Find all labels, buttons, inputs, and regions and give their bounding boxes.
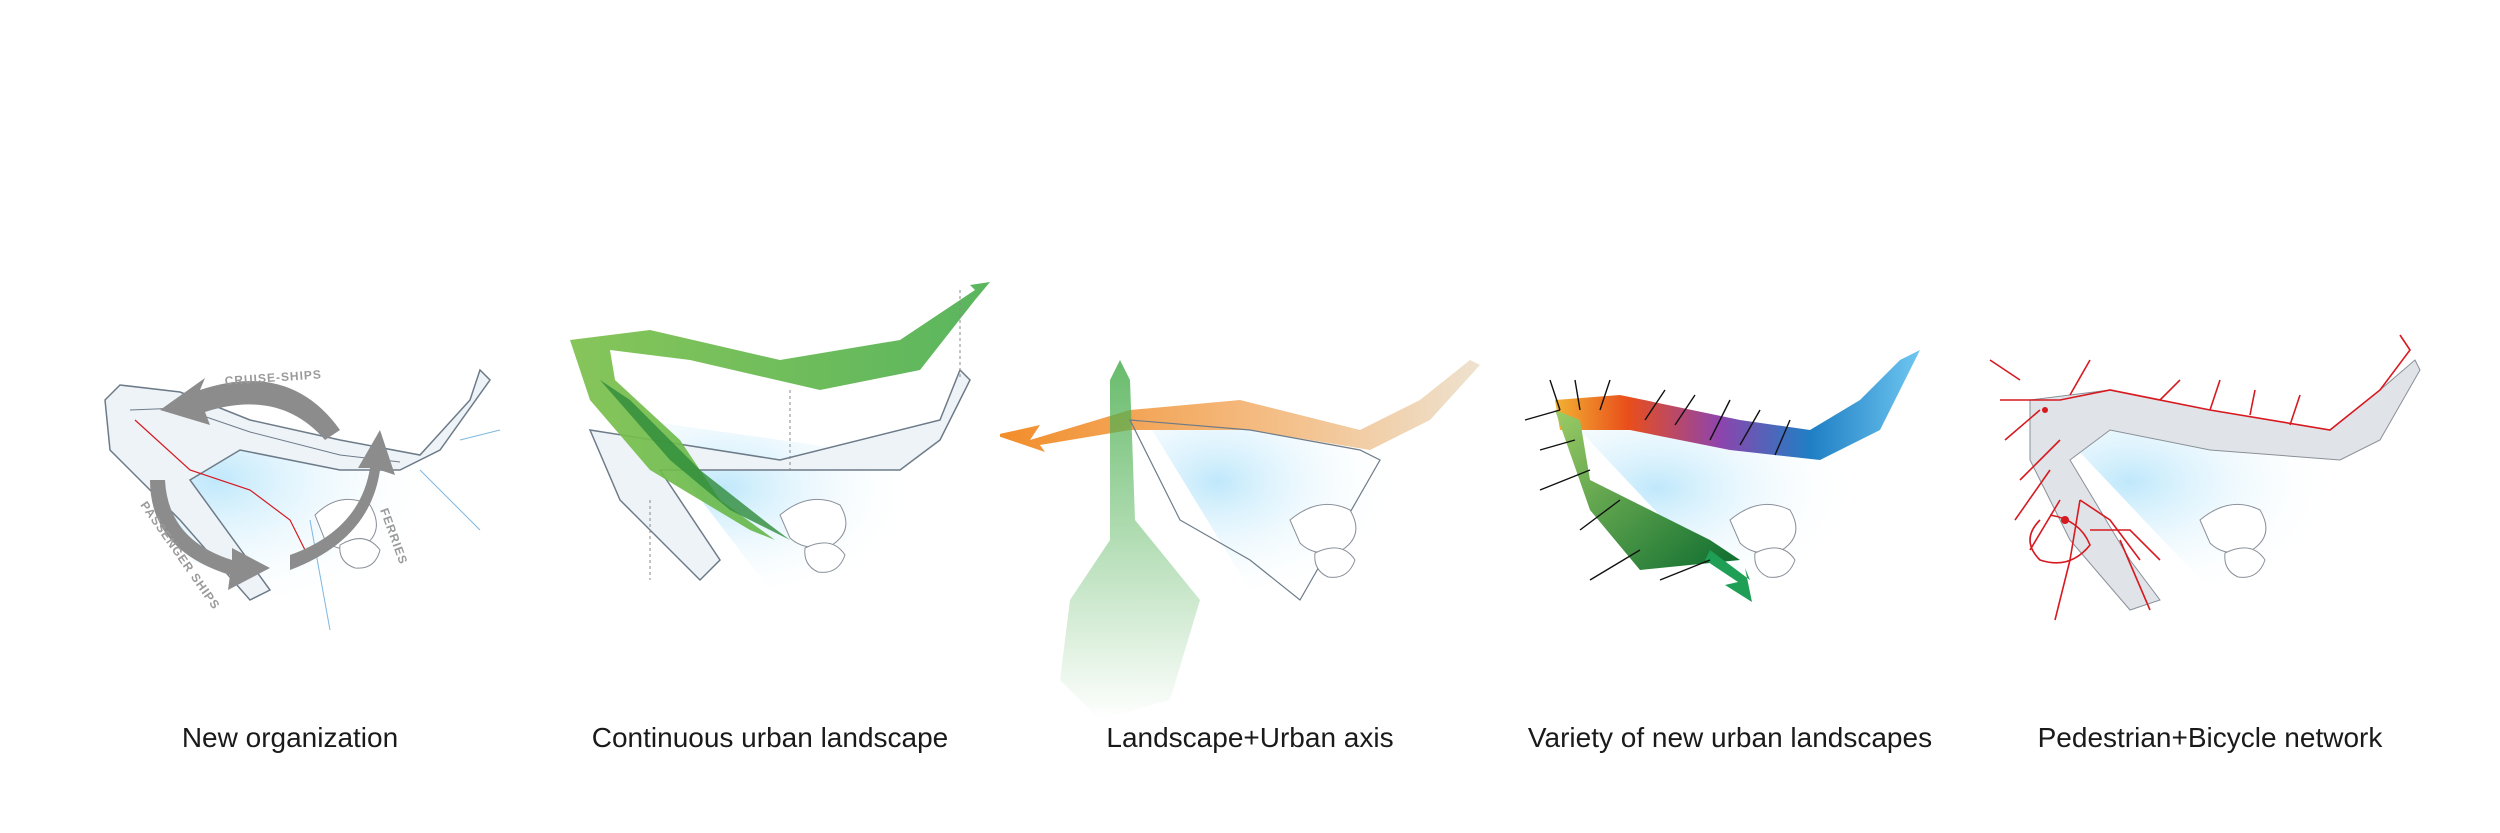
network-node-2	[2042, 407, 2048, 413]
island-outline	[1289, 503, 1357, 554]
green-axis	[1060, 360, 1200, 720]
diagram-pedestrian-bicycle-network	[1989, 334, 2421, 621]
cruise-ships-label: CRUISE-SHIPS	[224, 367, 322, 388]
caption-pedestrian-bicycle-network: Pedestrian+Bicycle network	[2037, 722, 2383, 753]
pier-outline	[104, 368, 491, 601]
panel-pedestrian-bicycle-network: Pedestrian+Bicycle network	[1960, 0, 2460, 833]
caption-continuous-urban-landscape: Continuous urban landscape	[591, 722, 949, 753]
dashed-connector	[649, 290, 961, 580]
diagram-continuous-urban-landscape	[570, 282, 990, 590]
island-outline	[2199, 503, 2267, 554]
passenger-arrow	[150, 480, 270, 590]
green-band-upper	[570, 282, 990, 540]
red-route	[134, 419, 311, 561]
diagram-variety-urban-landscapes	[1524, 350, 1920, 602]
caption-variety-urban-landscapes: Variety of new urban landscapes	[1527, 722, 1933, 753]
panel-new-organization: CRUISE-SHIPS FERRIES PASSENGER SHIPS New…	[40, 0, 540, 833]
island-outline-2	[1754, 547, 1796, 578]
network-node	[2061, 516, 2069, 524]
island-outline	[779, 498, 847, 548]
diagram-landscape-urban-axis	[1000, 360, 1480, 720]
green-band	[1555, 410, 1740, 570]
arrow-lines	[1524, 379, 1791, 581]
island-outline-2	[804, 542, 846, 573]
pier-outline	[588, 368, 971, 582]
ferries-arrow	[290, 430, 395, 570]
panel-variety-urban-landscapes: Variety of new urban landscapes	[1480, 0, 1980, 833]
caption-landscape-urban-axis: Landscape+Urban axis	[1106, 722, 1394, 753]
caption-new-organization: New organization	[181, 722, 399, 753]
water-basin	[2040, 410, 2340, 590]
diagram-new-organization: CRUISE-SHIPS FERRIES PASSENGER SHIPS	[104, 367, 501, 631]
island-outline-2	[339, 538, 381, 569]
panel-continuous-urban-landscape: Continuous urban landscape	[520, 0, 1020, 833]
green-band-lower	[600, 380, 790, 540]
cruise-arrow	[160, 378, 340, 440]
island-outline-2	[2224, 547, 2266, 578]
water-basin	[1570, 420, 1860, 590]
green-exit-arrow	[1705, 550, 1752, 602]
panel-landscape-urban-axis: Landscape+Urban axis	[1000, 0, 1500, 833]
island-outline	[1729, 503, 1797, 554]
red-network	[1989, 334, 2411, 621]
blue-line	[309, 429, 501, 631]
rainbow-band	[1555, 350, 1920, 460]
island-outline-2	[1314, 547, 1356, 578]
